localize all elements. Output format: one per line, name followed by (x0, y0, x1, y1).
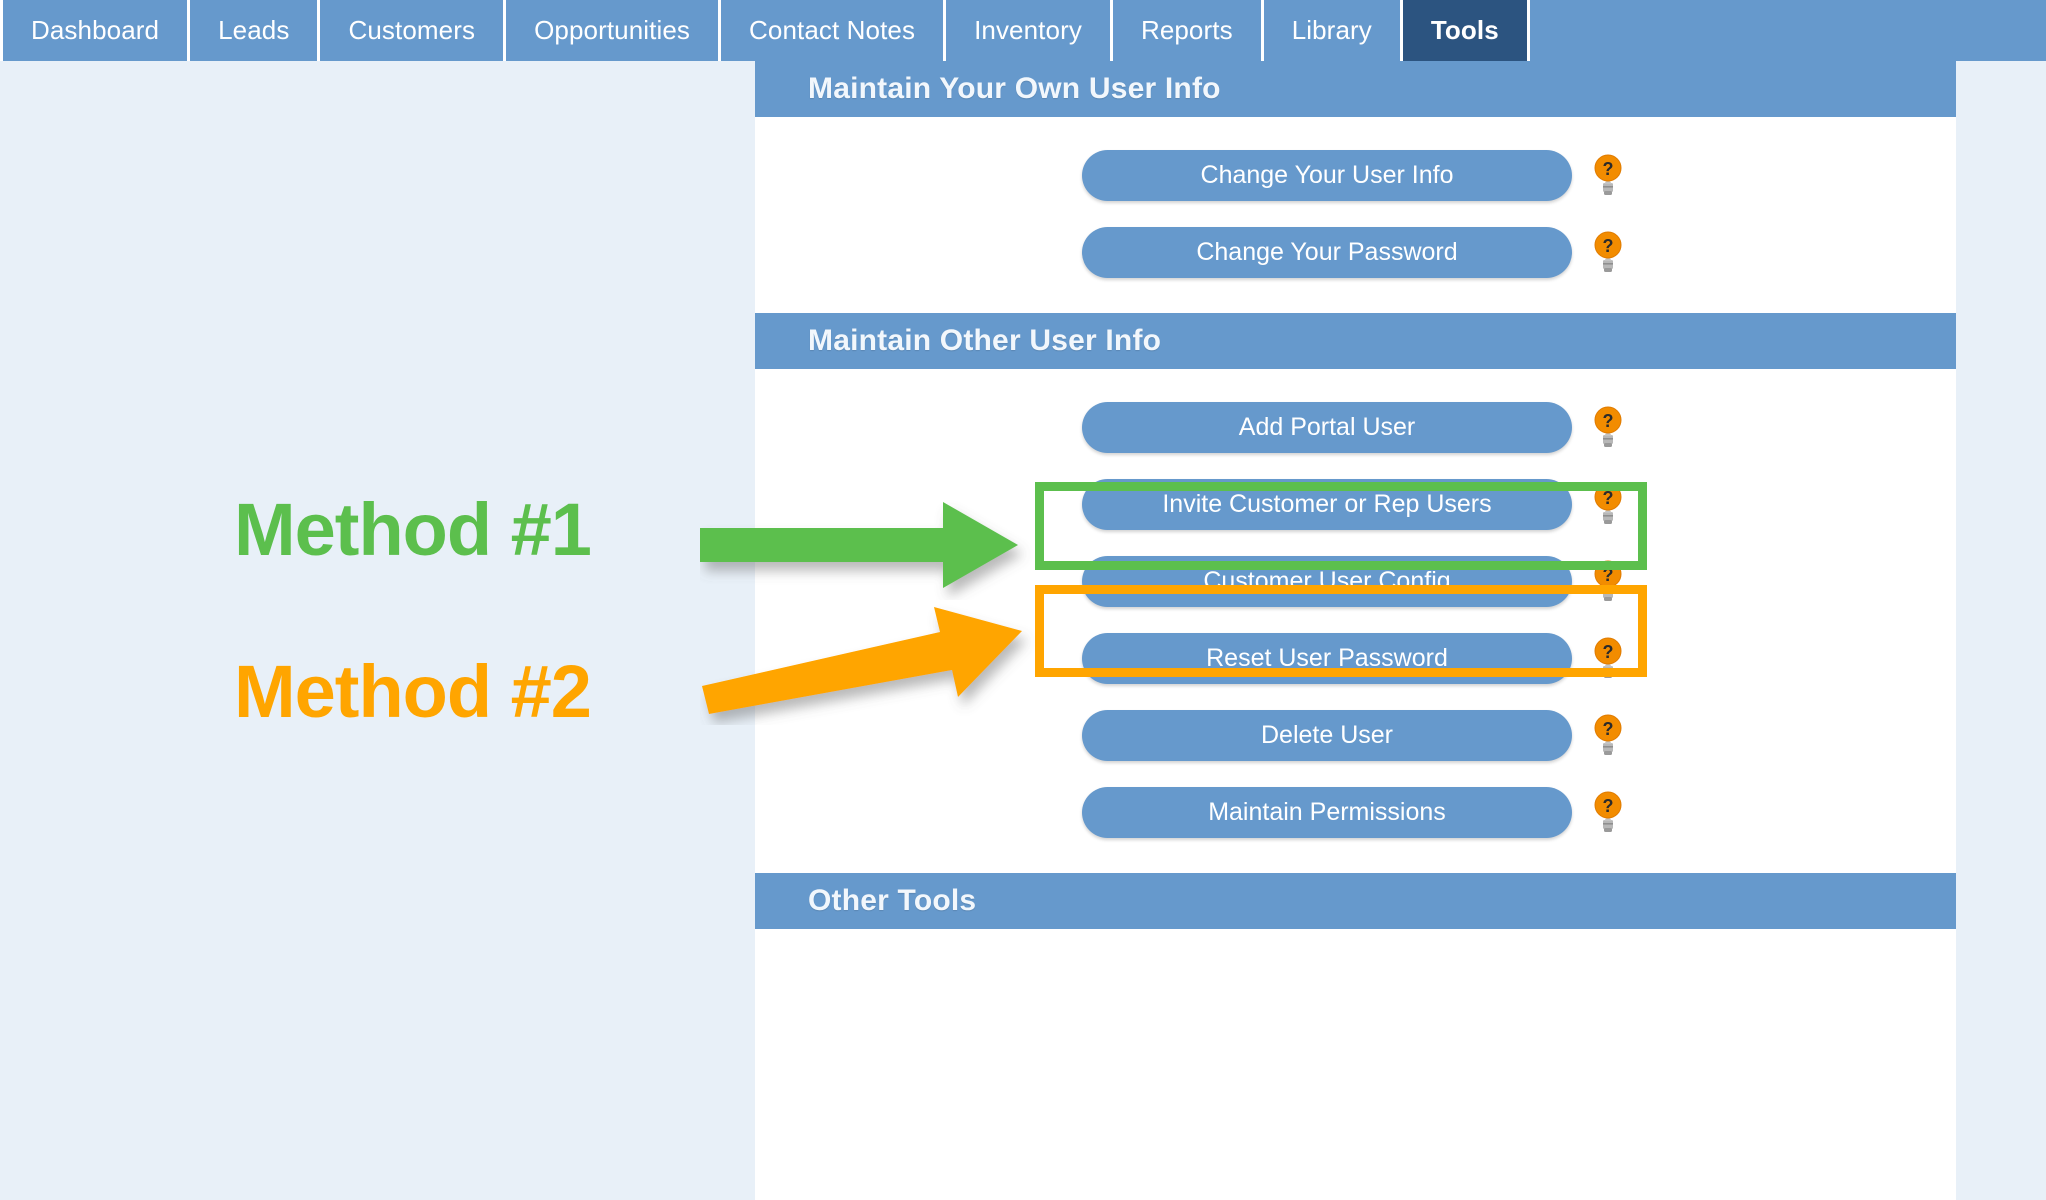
nav-empty-space (1529, 0, 2046, 61)
nav-tab-tools[interactable]: Tools (1402, 0, 1530, 61)
nav-tab-opportunities[interactable]: Opportunities (506, 0, 722, 61)
nav-tab-reports[interactable]: Reports (1112, 0, 1264, 61)
section-header-other-tools: Other Tools (755, 873, 1956, 929)
method-2-arrow-icon (702, 607, 1022, 714)
button-delete-user[interactable]: Delete User (1082, 710, 1572, 761)
button-customer-user-config[interactable]: Customer User Config (1082, 556, 1572, 607)
tool-button-row: Delete User? (755, 697, 1956, 774)
tool-button-row: Change Your User Info? (755, 137, 1956, 214)
button-maintain-permissions[interactable]: Maintain Permissions (1082, 787, 1572, 838)
method-1-label: Method #1 (234, 488, 592, 571)
tool-button-row: Maintain Permissions? (755, 774, 1956, 851)
svg-text:?: ? (1603, 719, 1614, 739)
button-invite-customer-or-rep-users[interactable]: Invite Customer or Rep Users (1082, 479, 1572, 530)
button-change-your-user-info[interactable]: Change Your User Info (1082, 150, 1572, 201)
section-body-0: Change Your User Info?Change Your Passwo… (755, 117, 1956, 313)
lightbulb-help-icon[interactable]: ? (1593, 405, 1623, 451)
nav-tab-leads[interactable]: Leads (190, 0, 321, 61)
svg-text:?: ? (1603, 411, 1614, 431)
section-header-maintain-other-user-info: Maintain Other User Info (755, 313, 1956, 369)
lightbulb-help-icon[interactable]: ? (1593, 559, 1623, 605)
svg-text:?: ? (1603, 159, 1614, 179)
tool-button-row: Add Portal User? (755, 389, 1956, 466)
nav-tab-library[interactable]: Library (1263, 0, 1403, 61)
svg-text:?: ? (1603, 796, 1614, 816)
nav-tab-inventory[interactable]: Inventory (946, 0, 1113, 61)
tool-button-row: Change Your Password? (755, 214, 1956, 291)
method-1-arrow-icon (700, 502, 1018, 588)
nav-tab-customers[interactable]: Customers (320, 0, 507, 61)
button-add-portal-user[interactable]: Add Portal User (1082, 402, 1572, 453)
button-reset-user-password[interactable]: Reset User Password (1082, 633, 1572, 684)
method-2-label: Method #2 (234, 650, 592, 733)
lightbulb-help-icon[interactable]: ? (1593, 713, 1623, 759)
nav-tab-dashboard[interactable]: Dashboard (0, 0, 191, 61)
lightbulb-help-icon[interactable]: ? (1593, 230, 1623, 276)
svg-text:?: ? (1603, 565, 1614, 585)
section-header-maintain-your-own-user-info: Maintain Your Own User Info (755, 61, 1956, 117)
lightbulb-help-icon[interactable]: ? (1593, 790, 1623, 836)
nav-tab-contact-notes[interactable]: Contact Notes (721, 0, 947, 61)
svg-text:?: ? (1603, 236, 1614, 256)
lightbulb-help-icon[interactable]: ? (1593, 482, 1623, 528)
button-change-your-password[interactable]: Change Your Password (1082, 227, 1572, 278)
svg-text:?: ? (1603, 488, 1614, 508)
svg-text:?: ? (1603, 642, 1614, 662)
lightbulb-help-icon[interactable]: ? (1593, 636, 1623, 682)
lightbulb-help-icon[interactable]: ? (1593, 153, 1623, 199)
